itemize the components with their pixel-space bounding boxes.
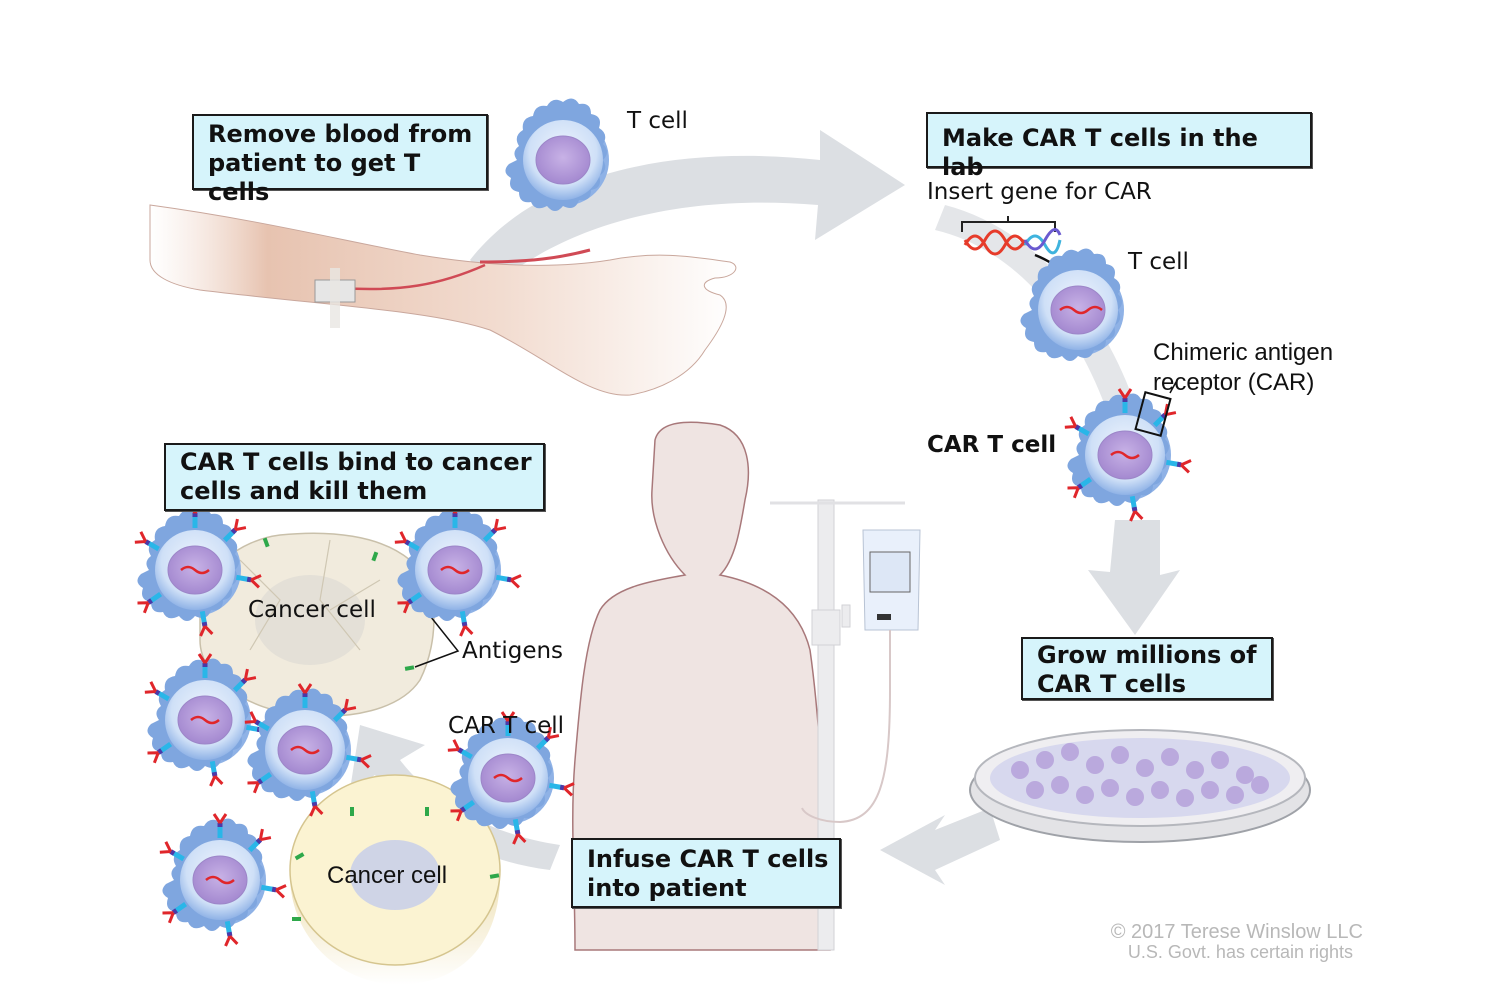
cancer-cell-intact-illustration bbox=[289, 774, 501, 985]
patient-arm-illustration bbox=[149, 204, 737, 396]
label-car-t-cell-infuse: CAR T cell bbox=[448, 713, 565, 739]
step-infuse-box: Infuse CAR T cells into patient bbox=[571, 838, 841, 908]
cycle-arrow-lab-curve bbox=[935, 205, 1140, 420]
step-remove-blood-line1: Remove blood from bbox=[208, 120, 473, 148]
car-t-cell-free bbox=[160, 814, 286, 946]
label-cancer-cell-intact: Cancer cell bbox=[327, 862, 448, 889]
cycle-arrow-to-cancer bbox=[350, 725, 560, 870]
cycle-arrow-down bbox=[1088, 520, 1180, 635]
step-make-car-box: Make CAR T cells in the lab bbox=[926, 112, 1312, 181]
label-insert-gene: Insert gene for CAR bbox=[927, 179, 1152, 205]
label-car-line2: receptor (CAR) bbox=[1153, 369, 1315, 396]
petri-dish-illustration bbox=[969, 729, 1311, 843]
label-t-cell-lab: T cell bbox=[1128, 249, 1189, 275]
copyright-line2: U.S. Govt. has certain rights bbox=[1127, 942, 1353, 962]
label-cancer-cell-dying: Cancer cell bbox=[248, 597, 376, 623]
step-grow-line1: Grow millions of bbox=[1037, 641, 1257, 669]
cycle-arrow-left bbox=[880, 808, 1000, 885]
step-infuse-line1: Infuse CAR T cells bbox=[587, 845, 829, 873]
car-t-cell-lab-illustration bbox=[1065, 389, 1191, 521]
label-car-line1: Chimeric antigen bbox=[1153, 339, 1334, 366]
copyright-line1: © 2017 Terese Winslow LLC bbox=[1110, 921, 1363, 943]
label-car-t-cell-lab: CAR T cell bbox=[927, 432, 1057, 458]
cycle-arrow-top bbox=[470, 130, 905, 285]
step-infuse-line2: into patient bbox=[587, 874, 747, 902]
step-bind-kill-box: CAR T cells bind to cancer cells and kil… bbox=[164, 443, 545, 511]
car-receptor-callout-box bbox=[1134, 391, 1172, 437]
step-make-car-line1: Make CAR T cells in the lab bbox=[942, 124, 1258, 181]
cancer-cell-dying-illustration bbox=[199, 532, 435, 717]
t-cell-blood-illustration bbox=[504, 97, 610, 212]
label-antigens: Antigens bbox=[462, 638, 564, 664]
iv-pole-illustration bbox=[770, 499, 921, 951]
label-t-cell-top: T cell bbox=[627, 108, 688, 134]
step-grow-box: Grow millions of CAR T cells bbox=[1021, 637, 1273, 700]
step-bind-kill-line2: cells and kill them bbox=[180, 477, 428, 505]
step-remove-blood-line2: patient to get T cells bbox=[208, 149, 421, 206]
t-cell-lab-illustration bbox=[1019, 247, 1125, 362]
step-remove-blood-box: Remove blood from patient to get T cells bbox=[192, 114, 488, 206]
step-grow-line2: CAR T cells bbox=[1037, 670, 1186, 698]
step-bind-kill-line1: CAR T cells bind to cancer bbox=[180, 448, 532, 476]
